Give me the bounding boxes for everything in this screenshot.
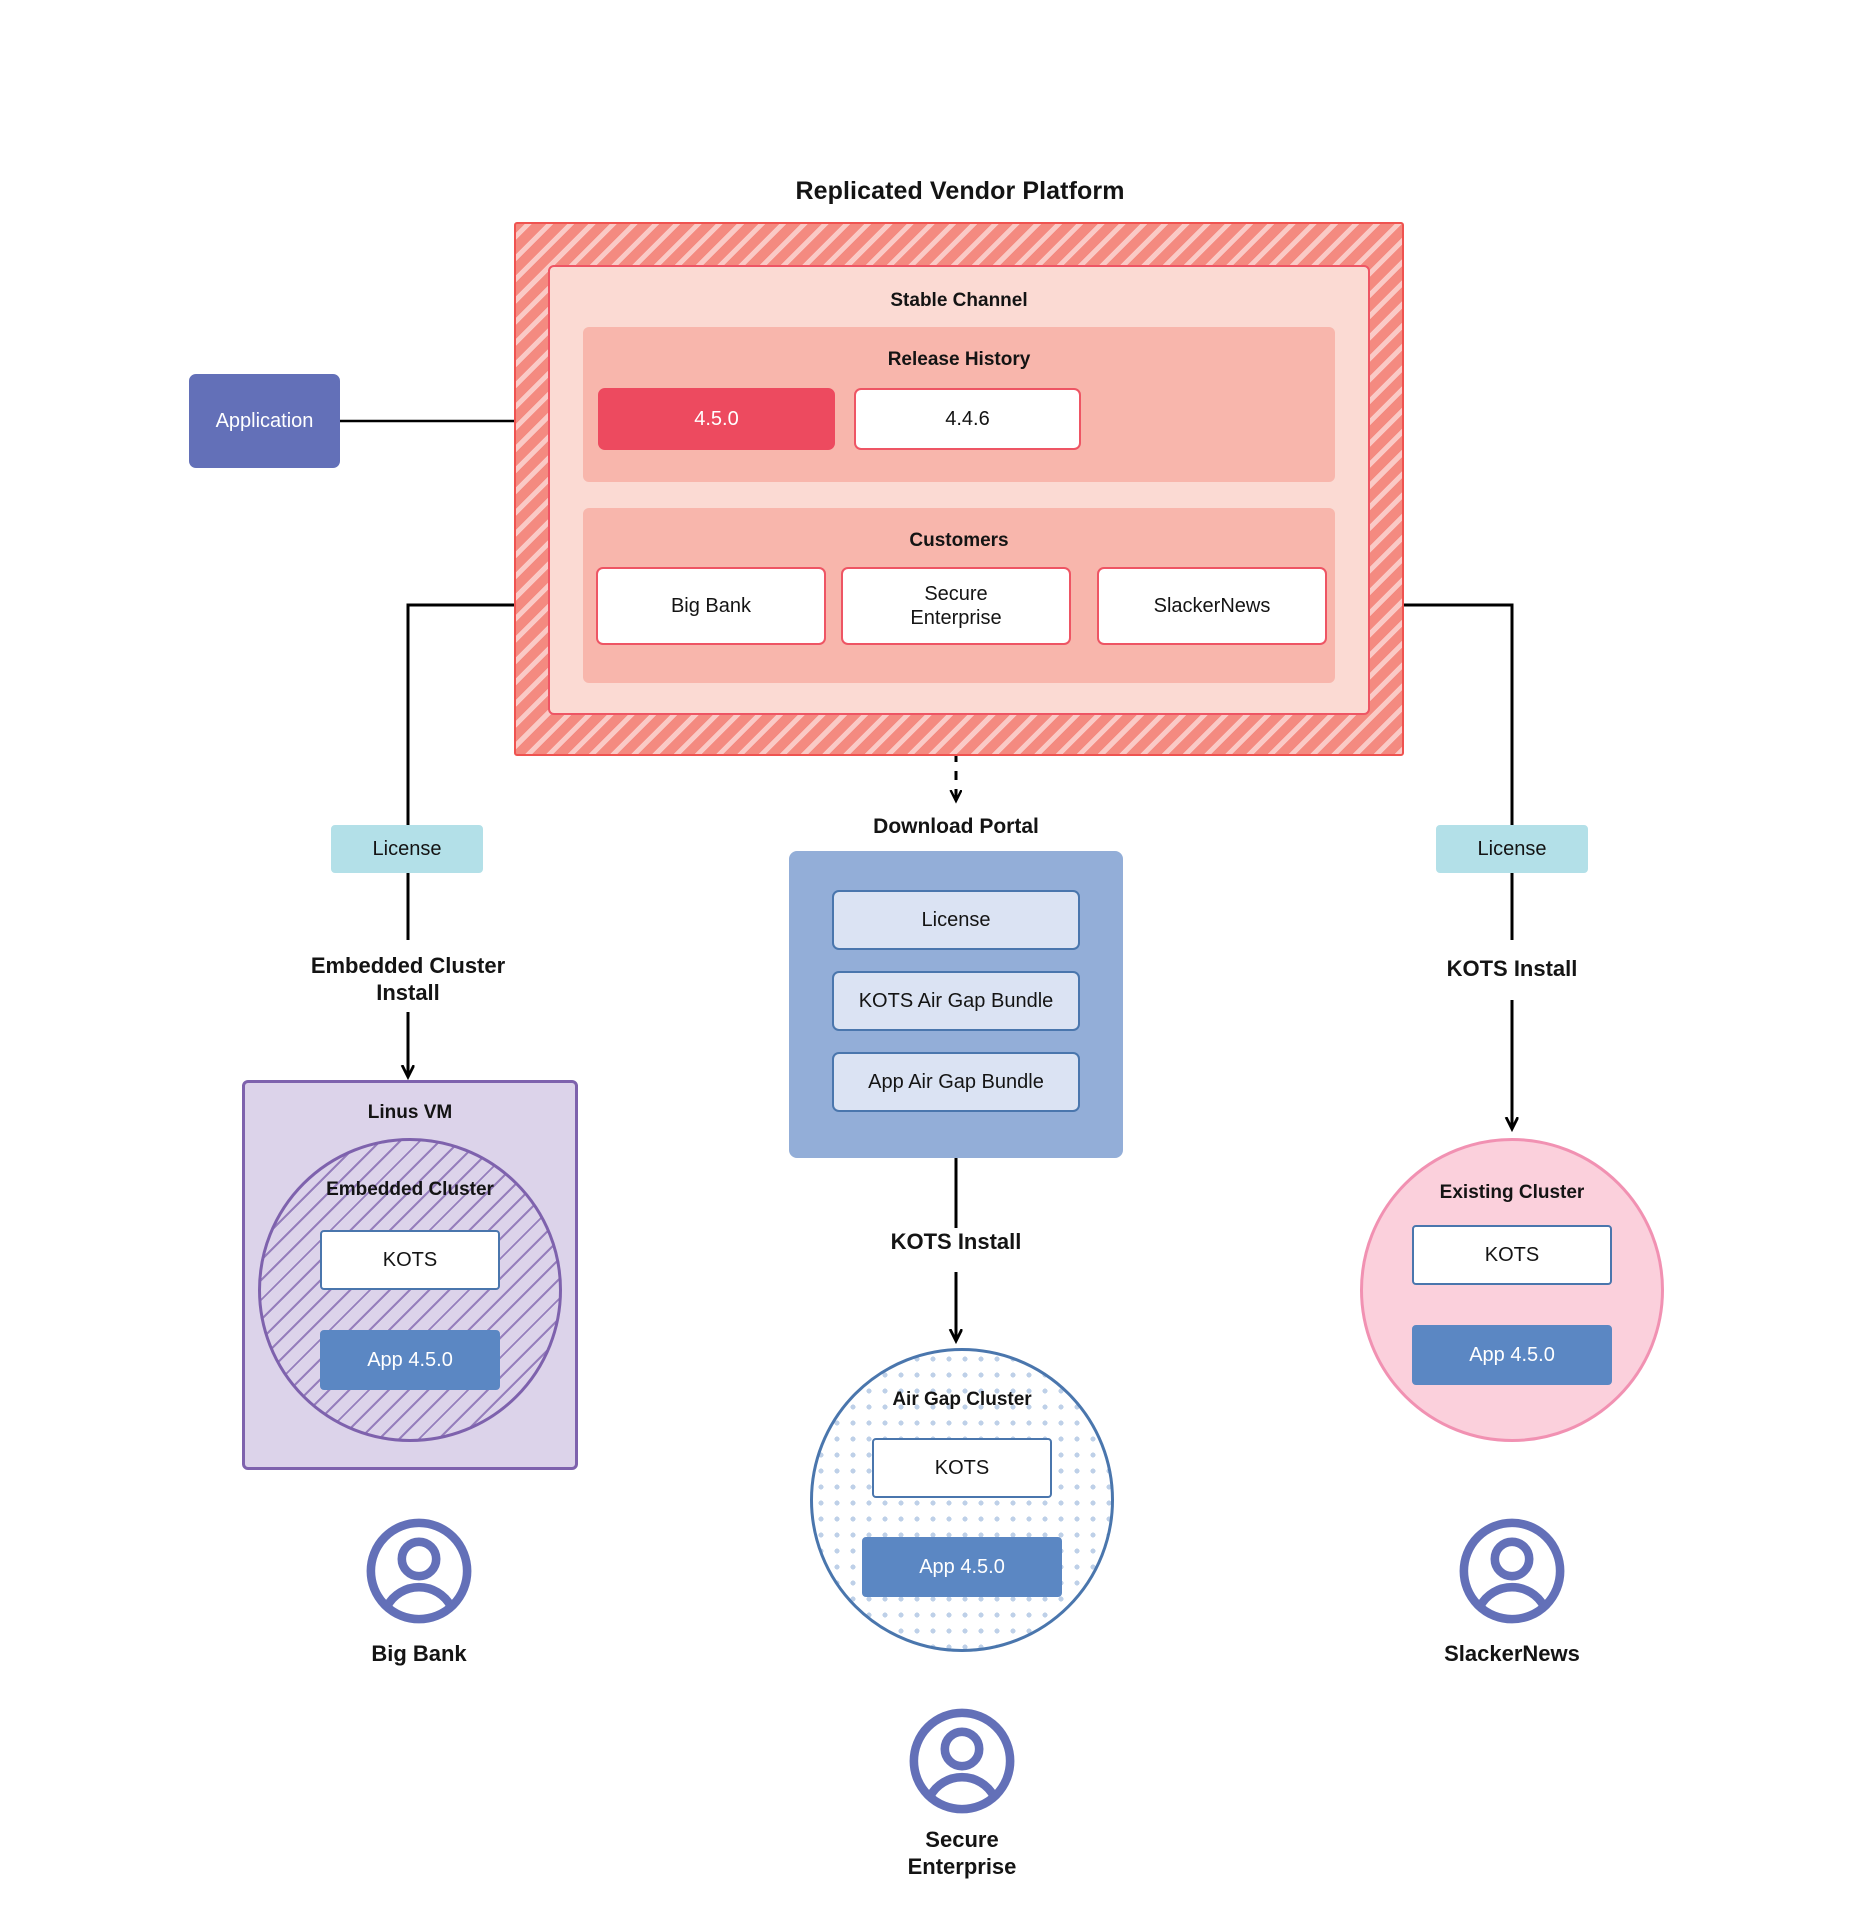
customer-card-big-bank[interactable]: Big Bank — [596, 567, 826, 645]
existing-cluster-circle — [1360, 1138, 1664, 1442]
linus-vm-label: Linus VM — [367, 1102, 453, 1123]
license-box-left[interactable]: License — [331, 825, 483, 873]
customer-label-line2: Enterprise — [907, 1854, 1017, 1879]
user-avatar-icon — [366, 1518, 472, 1624]
customer-card-label-line1: Secure — [924, 582, 988, 605]
avatar-big-bank — [364, 1516, 474, 1626]
install-label-line2: Install — [376, 980, 440, 1005]
portal-item-license[interactable]: License — [832, 890, 1080, 950]
customer-label-big-bank: Big Bank — [371, 1641, 467, 1666]
release-card[interactable]: 4.4.6 — [854, 388, 1081, 450]
page-title: Replicated Vendor Platform — [795, 176, 1125, 205]
portal-item-kots-air-gap-bundle[interactable]: KOTS Air Gap Bundle — [832, 971, 1080, 1031]
customer-card-label-line2: Enterprise — [910, 607, 1002, 629]
license-box-right[interactable]: License — [1436, 825, 1588, 873]
release-history-title: Release History — [887, 349, 1031, 370]
app-version-box-existing[interactable]: App 4.5.0 — [1412, 1325, 1612, 1385]
avatar-secure-enterprise — [907, 1706, 1017, 1816]
customer-card-slackernews[interactable]: SlackerNews — [1097, 567, 1327, 645]
embedded-cluster-label: Embedded Cluster — [326, 1179, 494, 1200]
download-portal-title: Download Portal — [873, 815, 1039, 838]
user-avatar-icon — [1459, 1518, 1565, 1624]
user-avatar-icon — [909, 1708, 1015, 1814]
air-gap-cluster-label: Air Gap Cluster — [892, 1389, 1032, 1410]
app-version-box-airgap[interactable]: App 4.5.0 — [862, 1537, 1062, 1597]
kots-box-airgap[interactable]: KOTS — [872, 1438, 1052, 1498]
embedded-cluster-circle — [258, 1138, 562, 1442]
customers-title: Customers — [909, 530, 1009, 551]
customer-label-slackernews: SlackerNews — [1444, 1641, 1580, 1666]
customer-label-line1: Secure — [925, 1826, 999, 1852]
embedded-cluster-install-label: Embedded Cluster Install — [258, 948, 558, 1010]
app-version-box-embedded[interactable]: App 4.5.0 — [320, 1330, 500, 1390]
kots-install-label-middle: KOTS Install — [890, 1229, 1022, 1254]
kots-box-existing[interactable]: KOTS — [1412, 1225, 1612, 1285]
stable-channel-title: Stable Channel — [890, 290, 1028, 311]
kots-box-embedded[interactable]: KOTS — [320, 1230, 500, 1290]
release-card-active[interactable]: 4.5.0 — [598, 388, 835, 450]
portal-item-app-air-gap-bundle[interactable]: App Air Gap Bundle — [832, 1052, 1080, 1112]
application-box[interactable]: Application — [189, 374, 340, 468]
customer-card-secure-enterprise: Secure Enterprise — [841, 567, 1071, 645]
install-label-line1: Embedded Cluster — [310, 952, 506, 978]
avatar-slackernews — [1457, 1516, 1567, 1626]
existing-cluster-label: Existing Cluster — [1439, 1182, 1585, 1203]
customer-label-secure-enterprise: Secure Enterprise — [822, 1822, 1102, 1884]
air-gap-cluster-circle — [810, 1348, 1114, 1652]
kots-install-label-right: KOTS Install — [1446, 956, 1578, 981]
